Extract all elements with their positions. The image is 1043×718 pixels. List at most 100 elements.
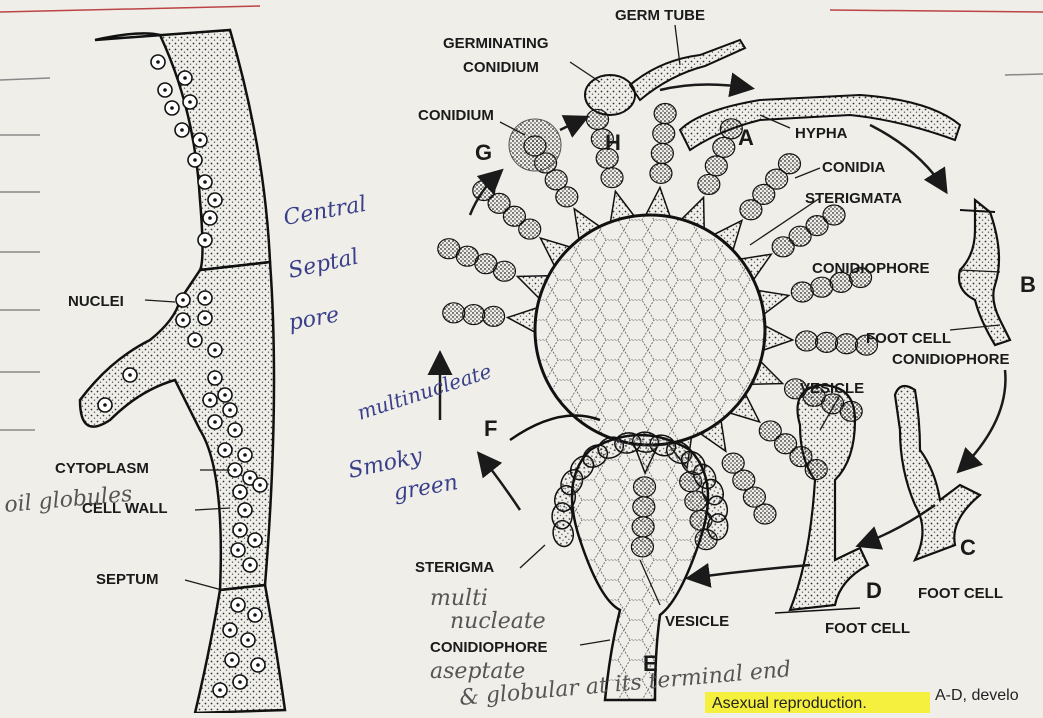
nucleolus — [208, 216, 212, 220]
nucleolus — [193, 158, 197, 162]
nucleolus — [188, 100, 192, 104]
stage-letter-f: F — [484, 416, 497, 441]
nucleolus — [213, 376, 217, 380]
conidium-cell — [438, 239, 460, 259]
label-foot-cell-b: FOOT CELL — [866, 330, 951, 347]
note-central: Central — [282, 192, 369, 231]
conidium-cell — [754, 504, 776, 524]
nucleolus — [223, 393, 227, 397]
sterigma-shape — [646, 187, 670, 216]
stage-d-drawing — [775, 385, 868, 613]
nucleolus — [193, 338, 197, 342]
nucleolus — [198, 138, 202, 142]
nucleolus — [253, 538, 257, 542]
stage-c-drawing — [895, 386, 980, 560]
nucleolus — [243, 453, 247, 457]
label-foot-cell-d: FOOT CELL — [825, 620, 910, 637]
nucleolus — [236, 603, 240, 607]
label-foot-cell-c: FOOT CELL — [918, 585, 1003, 602]
conidium-cell — [811, 277, 833, 297]
note-green: green — [392, 470, 460, 506]
conidium-cell — [796, 331, 818, 351]
conidium-cell — [601, 168, 623, 188]
nucleolus — [230, 658, 234, 662]
conidium-cell — [816, 332, 838, 352]
conidium-cell — [705, 156, 727, 176]
nucleolus — [248, 563, 252, 567]
note-multinucleate: multinucleate — [354, 359, 494, 425]
nucleolus — [243, 508, 247, 512]
stage-letter-c: C — [960, 535, 976, 560]
nucleolus — [183, 76, 187, 80]
nucleolus — [238, 680, 242, 684]
caption-highlight: Asexual reproduction. — [712, 695, 867, 712]
conidium-cell — [653, 123, 675, 143]
label-conidium: CONIDIUM — [418, 107, 494, 124]
conidium-cell — [483, 306, 505, 326]
label-conidia: CONIDIA — [822, 159, 886, 176]
nucleolus — [218, 688, 222, 692]
stage-letter-a: A — [738, 125, 754, 150]
nucleolus — [213, 198, 217, 202]
label-hypha: HYPHA — [795, 125, 848, 142]
nucleolus — [233, 468, 237, 472]
label-septum: SEPTUM — [96, 571, 159, 588]
label-vesicle-d: VESICLE — [800, 380, 864, 397]
nucleolus — [103, 403, 107, 407]
sterigma-shape — [759, 291, 789, 314]
nucleolus — [228, 408, 232, 412]
note-multi: multi — [430, 586, 488, 611]
nucleolus — [238, 528, 242, 532]
conidium-cell — [650, 163, 672, 183]
note-aseptate: aseptate — [430, 659, 525, 684]
nucleolus — [181, 318, 185, 322]
nucleolus — [228, 628, 232, 632]
conidium-cell — [443, 303, 465, 323]
hypha-section-drawing — [80, 30, 285, 713]
nucleolus — [203, 180, 207, 184]
nucleolus — [208, 398, 212, 402]
label-conidiophore-e: CONIDIOPHORE — [430, 639, 548, 656]
note-pore: pore — [287, 302, 341, 335]
label-sterigma: STERIGMA — [415, 559, 494, 576]
sterigma-shape — [764, 326, 793, 350]
conidium-cell — [836, 334, 858, 354]
sterigma-shape — [508, 308, 537, 332]
nucleolus — [170, 106, 174, 110]
label-germ-tube: GERM TUBE — [615, 7, 705, 24]
nucleolus — [223, 448, 227, 452]
nucleolus — [256, 663, 260, 667]
nucleolus — [233, 428, 237, 432]
nucleolus — [236, 548, 240, 552]
label-nuclei: NUCLEI — [68, 293, 124, 310]
stage-letter-h: H — [605, 130, 621, 155]
stage-e-drawing — [551, 431, 729, 700]
nucleolus — [213, 420, 217, 424]
nucleolus — [248, 476, 252, 480]
stage-letter-b: B — [1020, 272, 1036, 297]
conidium-cell — [823, 205, 845, 225]
conidium-cell — [778, 154, 800, 174]
nucleolus — [181, 298, 185, 302]
sterigma-shape — [611, 191, 634, 221]
stage-letter-g: G — [475, 140, 492, 165]
stage-b-drawing — [959, 200, 1010, 345]
caption-strip: Asexual reproduction. A-D, develo — [705, 687, 1019, 713]
conidium-cell — [651, 143, 673, 163]
stage-letter-d: D — [866, 578, 882, 603]
nucleolus — [213, 348, 217, 352]
label-conidiophore-b: CONIDIOPHORE — [812, 260, 930, 277]
nucleolus — [203, 296, 207, 300]
nucleolus — [253, 613, 257, 617]
label-cytoplasm: CYTOPLASM — [55, 460, 149, 477]
nucleolus — [258, 483, 262, 487]
note-nucleate: nucleate — [450, 609, 546, 634]
nucleolus — [128, 373, 132, 377]
nucleolus — [238, 490, 242, 494]
nucleolus — [156, 60, 160, 64]
label-germinating: GERMINATING — [443, 35, 549, 52]
nucleolus — [203, 316, 207, 320]
nucleolus — [163, 88, 167, 92]
